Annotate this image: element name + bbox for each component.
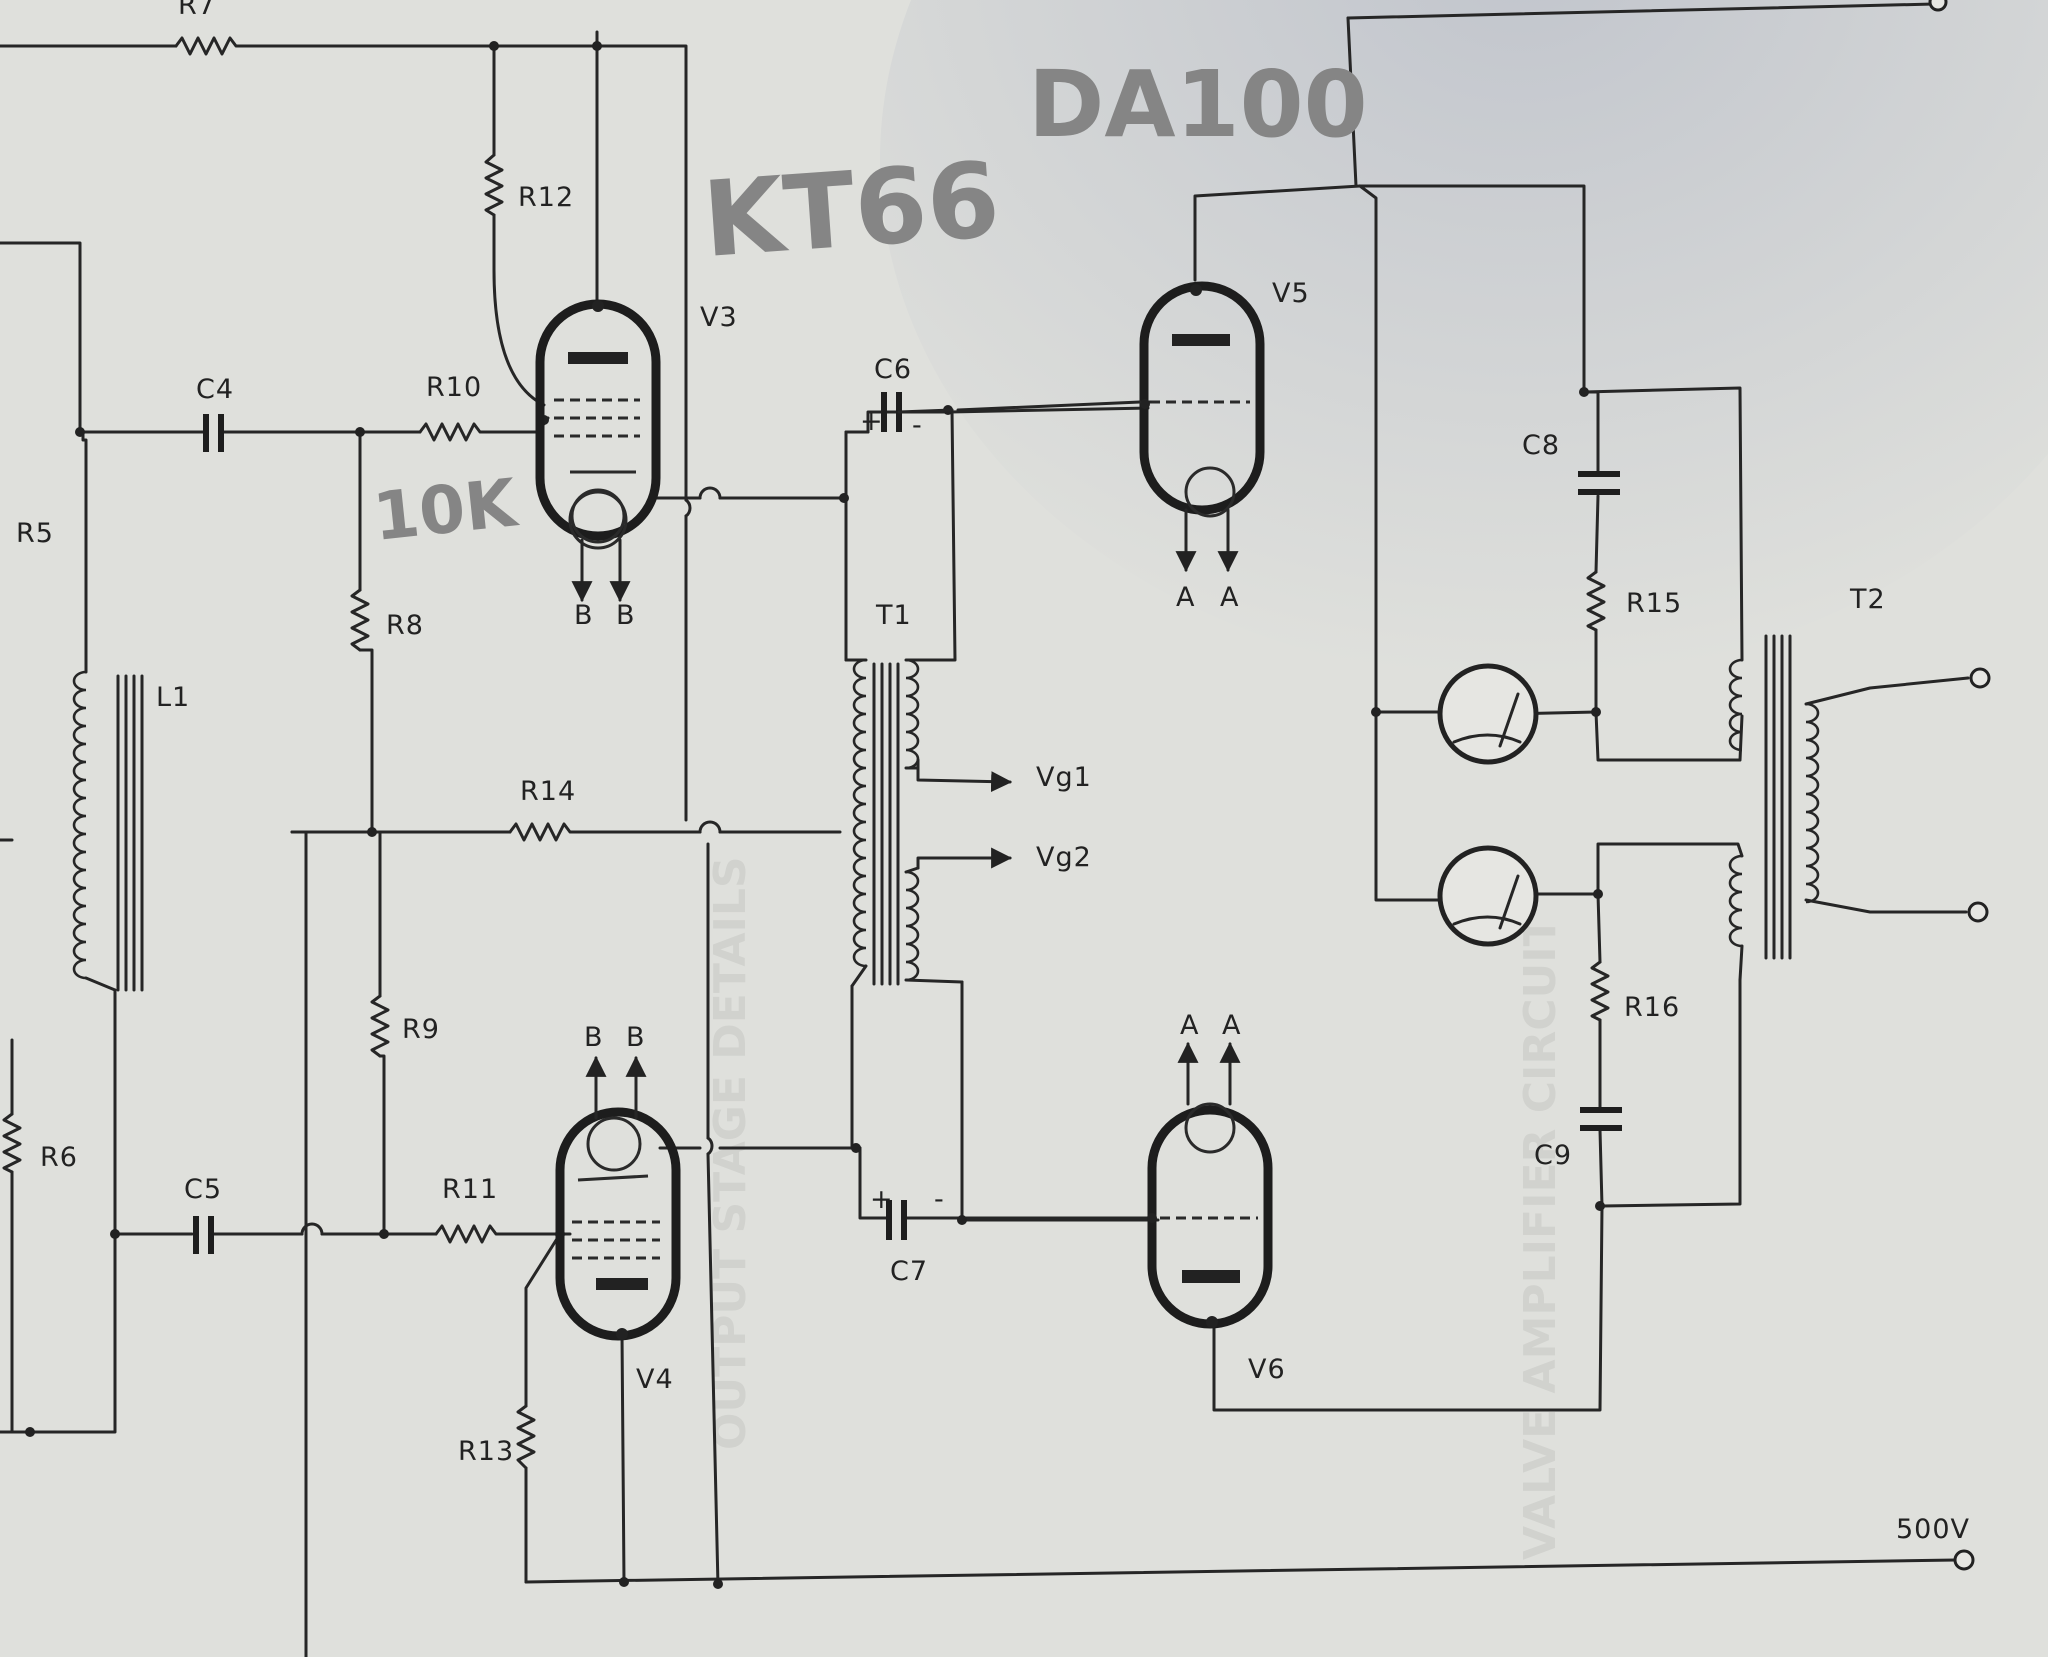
label-r5: R5 bbox=[16, 518, 54, 549]
label-supply: 500V bbox=[1896, 1514, 1970, 1545]
resistor-r11 bbox=[434, 1224, 504, 1244]
resistor-r6 bbox=[2, 1112, 22, 1174]
supply-terminal-500v bbox=[1953, 1549, 1975, 1571]
label-t1: T1 bbox=[875, 600, 912, 631]
paper-shadow bbox=[880, 0, 2048, 680]
label-c5: C5 bbox=[184, 1174, 222, 1205]
label-c7-minus: - bbox=[934, 1184, 945, 1215]
output-terminal-lower bbox=[1967, 901, 1989, 923]
output-terminal-upper bbox=[1969, 667, 1991, 689]
label-vg2: Vg2 bbox=[1036, 842, 1092, 873]
label-l1: L1 bbox=[156, 682, 190, 713]
valve-v4 bbox=[555, 1055, 681, 1341]
valve-v5 bbox=[956, 281, 1265, 573]
capacitor-c9 bbox=[1580, 1107, 1622, 1131]
label-c4: C4 bbox=[196, 374, 234, 405]
label-r15: R15 bbox=[1626, 588, 1682, 619]
resistor-r8 bbox=[350, 588, 370, 652]
label-c8: C8 bbox=[1522, 430, 1560, 461]
capacitor-c6 bbox=[866, 392, 954, 434]
label-r6: R6 bbox=[40, 1142, 78, 1173]
label-c6-plus: + bbox=[860, 406, 884, 437]
note-kt66: KT66 bbox=[699, 139, 1003, 281]
label-r8: R8 bbox=[386, 610, 424, 641]
label-c6-minus: - bbox=[912, 410, 923, 441]
label-c9: C9 bbox=[1534, 1140, 1572, 1171]
note-da100: DA100 bbox=[1028, 51, 1368, 158]
component-labels: R7 R12 V3 C4 R10 C6 + - R5 R8 B B T1 A A… bbox=[16, 0, 1970, 1545]
resistor-r7 bbox=[174, 36, 244, 56]
top-terminal bbox=[1928, 0, 1948, 12]
label-v6-a1: A bbox=[1180, 1010, 1199, 1041]
label-v3-b1: B bbox=[574, 600, 594, 631]
capacitor-c7 bbox=[886, 1200, 907, 1240]
resistor-r16 bbox=[1590, 960, 1610, 1022]
label-r7: R7 bbox=[178, 0, 216, 21]
wiring bbox=[0, 2, 1970, 1657]
label-r12: R12 bbox=[518, 182, 574, 213]
resistor-r14 bbox=[508, 822, 576, 842]
capacitor-c4 bbox=[203, 414, 224, 452]
label-v6: V6 bbox=[1248, 1354, 1286, 1385]
svg-text:VALVE AMPLIFIER CIRCUIT: VALVE AMPLIFIER CIRCUIT bbox=[1515, 916, 1566, 1560]
capacitor-c5 bbox=[193, 1216, 214, 1254]
label-v5: V5 bbox=[1272, 278, 1310, 309]
label-c6: C6 bbox=[874, 354, 912, 385]
label-c7: C7 bbox=[890, 1256, 928, 1287]
resistor-r12 bbox=[484, 153, 504, 217]
label-v3: V3 bbox=[700, 302, 738, 333]
label-v3-b2: B bbox=[616, 600, 636, 631]
transformer-t1 bbox=[844, 658, 964, 988]
label-r14: R14 bbox=[520, 776, 576, 807]
resistor-r10 bbox=[418, 422, 488, 442]
meter-lower bbox=[1437, 845, 1539, 947]
label-v4-b1: B bbox=[584, 1022, 604, 1053]
inductor-l1 bbox=[72, 670, 144, 992]
handwritten-notes: DA100 KT66 10K bbox=[370, 51, 1368, 556]
label-r11: R11 bbox=[442, 1174, 498, 1205]
label-t2: T2 bbox=[1849, 584, 1886, 615]
resistor-r13 bbox=[516, 1404, 536, 1470]
label-v4-b2: B bbox=[626, 1022, 646, 1053]
label-r9: R9 bbox=[402, 1014, 440, 1045]
label-c7-plus: + bbox=[870, 1184, 894, 1215]
capacitor-c8 bbox=[1578, 471, 1620, 495]
label-r10: R10 bbox=[426, 372, 482, 403]
meter-upper bbox=[1437, 663, 1539, 765]
label-v4: V4 bbox=[636, 1364, 674, 1395]
valve-v6 bbox=[1147, 1041, 1273, 1329]
label-vg1: Vg1 bbox=[1036, 762, 1092, 793]
resistor-r9 bbox=[370, 994, 390, 1058]
label-v5-a1: A bbox=[1176, 582, 1195, 613]
label-r16: R16 bbox=[1624, 992, 1680, 1023]
label-v6-a2: A bbox=[1222, 1010, 1241, 1041]
resistor-r15 bbox=[1586, 570, 1606, 632]
label-v5-a2: A bbox=[1220, 582, 1239, 613]
output-terminals bbox=[1928, 0, 1991, 1571]
label-r13: R13 bbox=[458, 1436, 514, 1467]
note-10k: 10K bbox=[370, 464, 523, 556]
transformer-t2 bbox=[1728, 634, 1820, 982]
valve-v3 bbox=[535, 299, 661, 603]
